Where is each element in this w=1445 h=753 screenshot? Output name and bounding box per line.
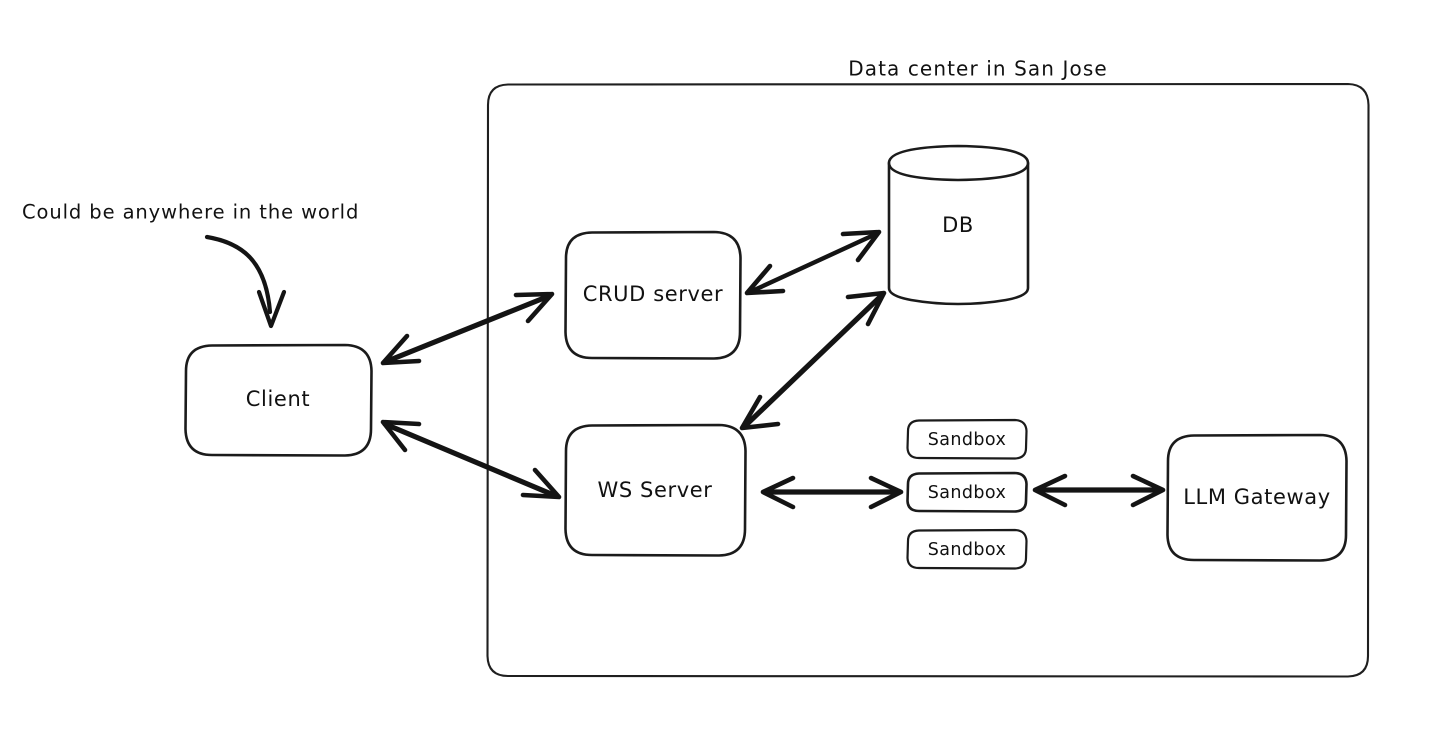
edge-client-crud-server[interactable] [380, 291, 555, 366]
node-db[interactable]: DB [887, 144, 1030, 306]
sandbox-3-box [906, 528, 1028, 570]
arrowhead-to-sandbox [868, 475, 904, 510]
db-cylinder-body [887, 161, 1030, 306]
arrowhead-to-llm-gateway [1130, 473, 1166, 508]
annotation-client-note: Could be anywhere in the world [22, 201, 359, 329]
edge-ws-server-sandbox[interactable] [760, 475, 904, 510]
node-sandbox-3[interactable]: Sandbox [906, 528, 1028, 570]
arrowhead-to-crud-from-db [744, 263, 786, 296]
annotation-arrow-head [256, 289, 287, 329]
edge-crud-server-db[interactable] [744, 229, 882, 296]
sandbox-2-box [906, 471, 1028, 513]
node-sandbox-1[interactable]: Sandbox [906, 418, 1028, 460]
arrowhead-to-sandbox-from-llm [1032, 473, 1068, 508]
group-title: Data center in San Jose [848, 57, 1108, 81]
annotation-arrow-curve [204, 234, 273, 315]
sandbox-2-label: Sandbox [928, 483, 1006, 503]
arrowhead-to-ws-from-db [739, 394, 781, 431]
db-cylinder-top [887, 144, 1030, 182]
client-label: Client [246, 387, 310, 411]
group-data-center[interactable]: Data center in San Jose [486, 57, 1370, 678]
node-llm-gateway[interactable]: LLM Gateway [1166, 433, 1348, 562]
ws-server-label: WS Server [597, 478, 712, 502]
ws-server-box [564, 423, 747, 557]
arrowhead-to-ws-server [520, 467, 562, 500]
db-label: DB [942, 213, 974, 237]
arrowhead-to-client-lower [380, 419, 422, 453]
llm-gateway-box [1166, 433, 1348, 562]
edge-sandbox-llm-gateway[interactable] [1032, 473, 1166, 508]
sandbox-1-box [906, 418, 1028, 460]
group-border [486, 82, 1370, 678]
crud-server-box [564, 230, 742, 360]
arrowhead-to-ws-from-sandbox [760, 475, 796, 510]
node-crud-server[interactable]: CRUD server [564, 230, 742, 360]
arrowhead-to-client-upper [380, 333, 422, 366]
annotation-text: Could be anywhere in the world [22, 201, 359, 224]
arrowhead-to-crud [513, 291, 555, 324]
arrowhead-to-db-from-ws [845, 290, 887, 327]
edge-client-ws-server[interactable] [380, 419, 562, 500]
node-client[interactable]: Client [184, 343, 373, 457]
edge-client-crud-line [382, 293, 552, 365]
client-box [184, 343, 373, 457]
llm-gateway-label: LLM Gateway [1183, 485, 1331, 509]
sandbox-3-label: Sandbox [928, 540, 1006, 560]
arrowhead-to-db-from-crud [840, 229, 882, 263]
crud-server-label: CRUD server [583, 282, 724, 306]
sandbox-1-label: Sandbox [928, 430, 1006, 450]
edge-ws-db-line [742, 293, 884, 429]
edge-ws-server-db[interactable] [739, 290, 887, 431]
edge-client-ws-line [382, 421, 559, 499]
node-ws-server[interactable]: WS Server [564, 423, 747, 557]
edge-crud-db-line [747, 231, 879, 295]
node-sandbox-2[interactable]: Sandbox [906, 471, 1028, 513]
